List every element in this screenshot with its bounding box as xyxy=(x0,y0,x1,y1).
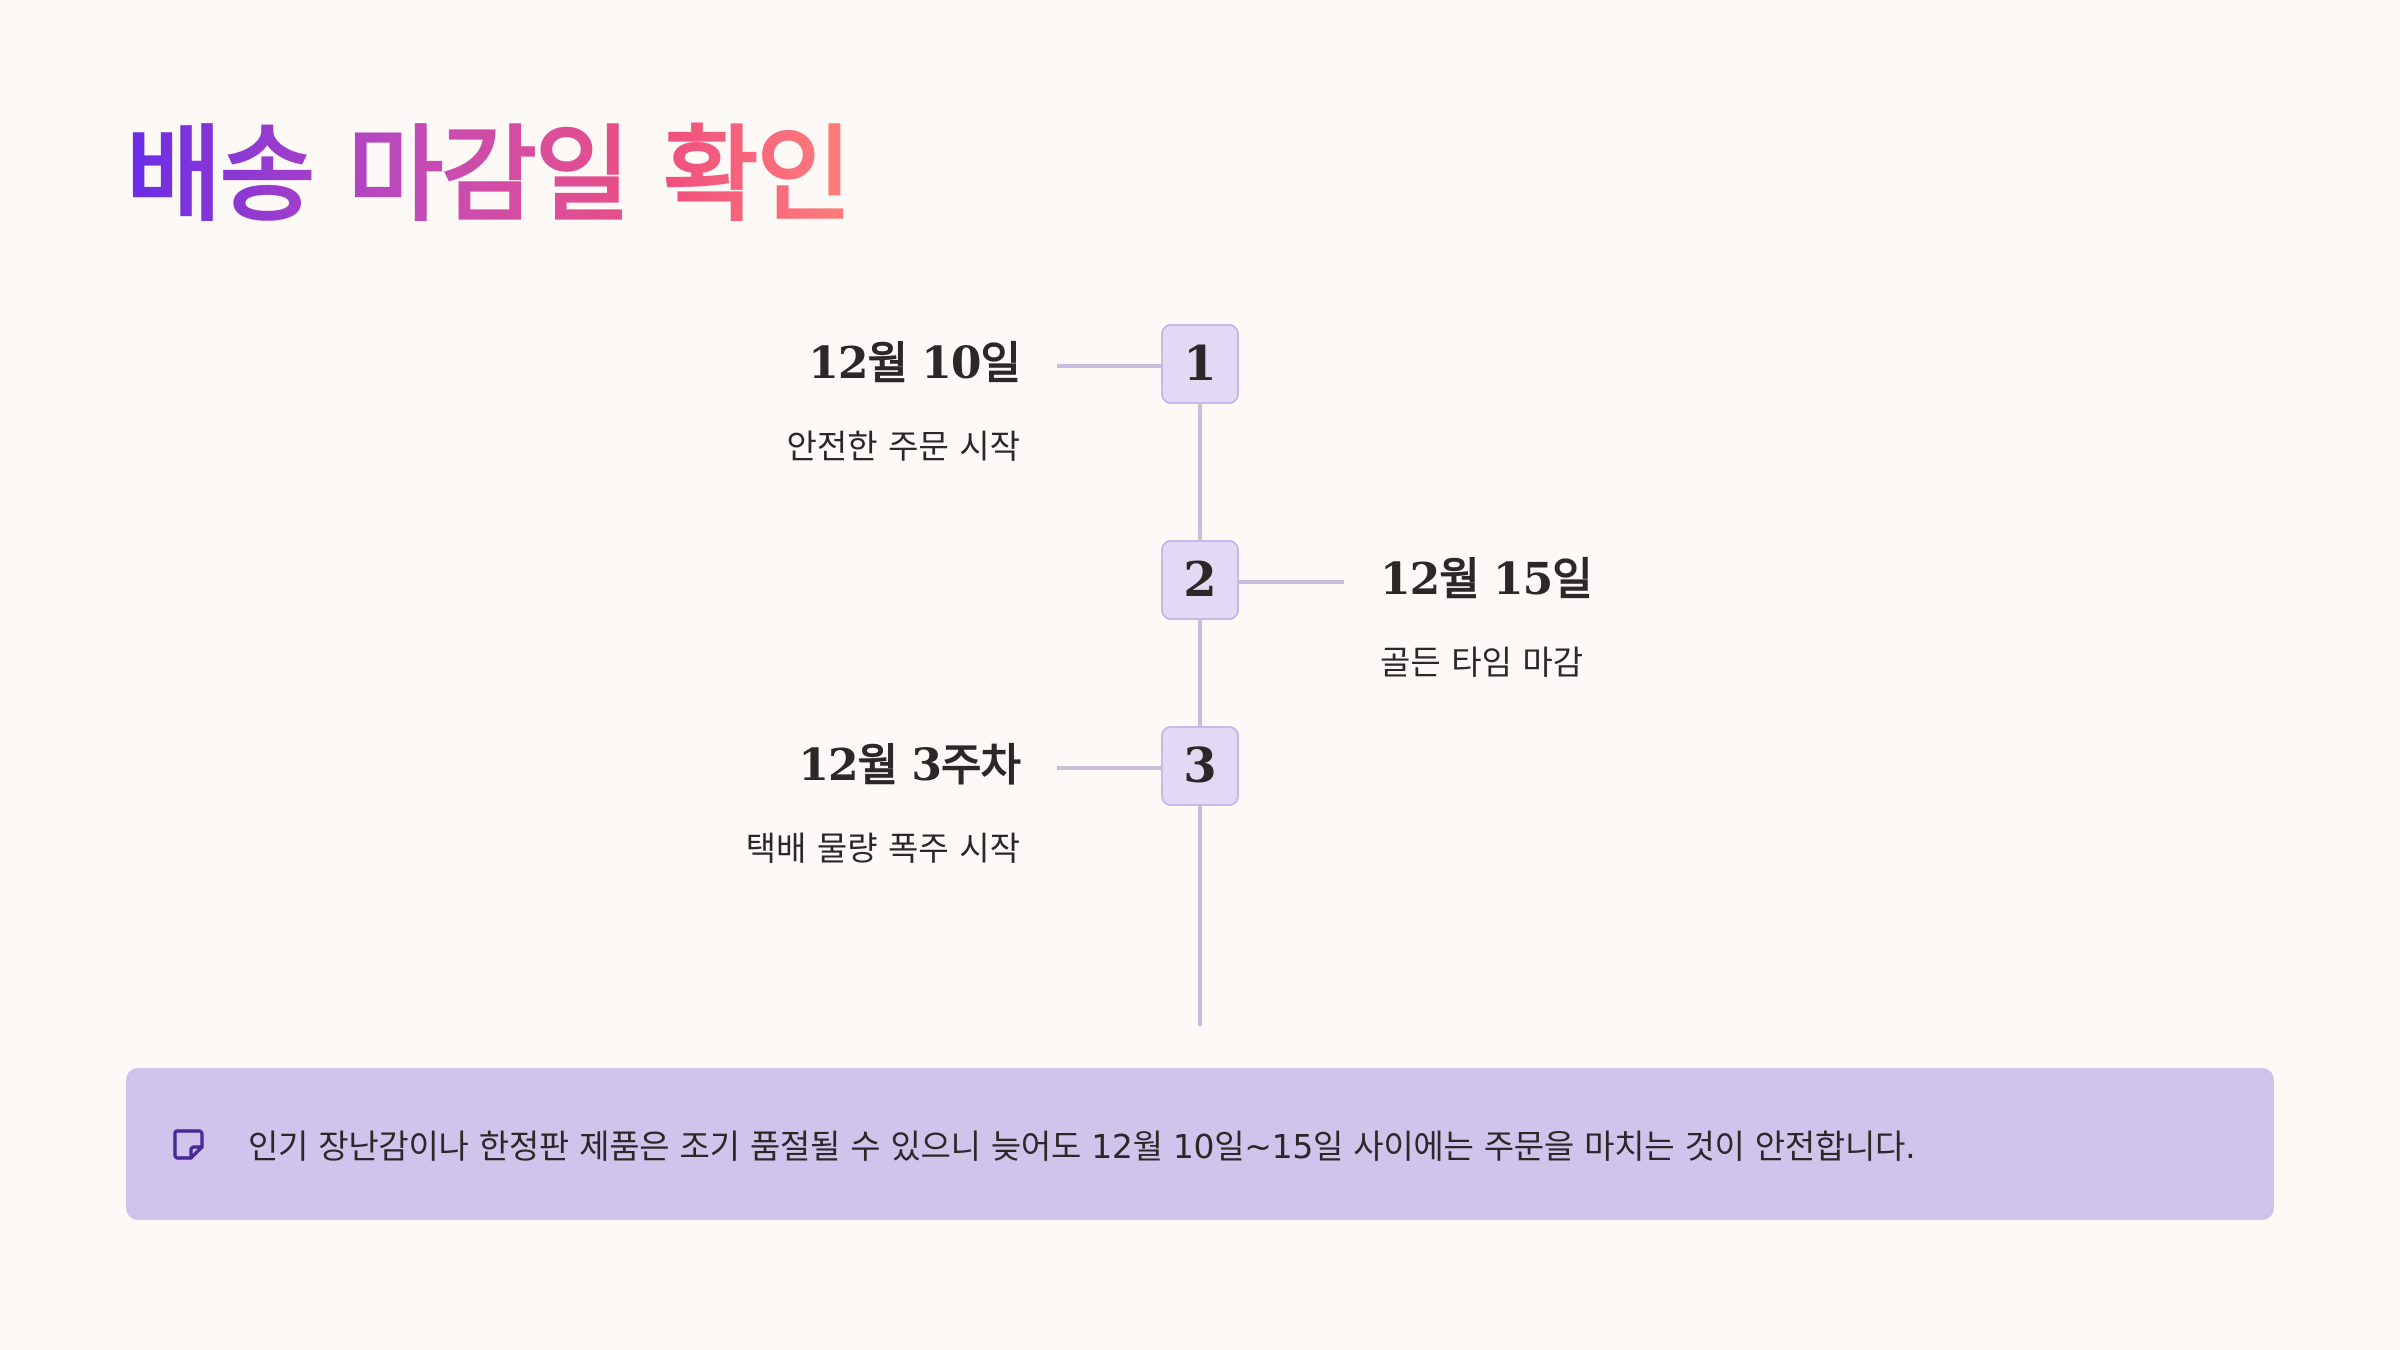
timeline-line xyxy=(1198,360,1202,1026)
tip-callout: 인기 장난감이나 한정판 제품은 조기 품절될 수 있으니 늦어도 12월 10… xyxy=(126,1068,2274,1220)
step-1-description: 안전한 주문 시작 xyxy=(786,427,1021,466)
sticky-note-icon xyxy=(166,1122,210,1166)
step-3-description: 택배 물량 폭주 시작 xyxy=(745,829,1020,868)
step-1-date: 12월 10일 xyxy=(808,338,1021,389)
step-2-date: 12월 15일 xyxy=(1380,554,1593,605)
step-1-number-box: 1 xyxy=(1161,324,1239,404)
step-2-connector xyxy=(1239,580,1344,584)
tip-text: 인기 장난감이나 한정판 제품은 조기 품절될 수 있으니 늦어도 12월 10… xyxy=(248,1127,1916,1166)
step-1-connector xyxy=(1057,364,1161,368)
step-3-number-box: 3 xyxy=(1161,726,1239,806)
step-2-number-box: 2 xyxy=(1161,540,1239,620)
step-3-connector xyxy=(1057,766,1161,770)
page-title: 배송 마감일 확인 xyxy=(126,114,852,236)
step-2-description: 골든 타임 마감 xyxy=(1380,643,1584,682)
step-3-date: 12월 3주차 xyxy=(798,740,1021,791)
